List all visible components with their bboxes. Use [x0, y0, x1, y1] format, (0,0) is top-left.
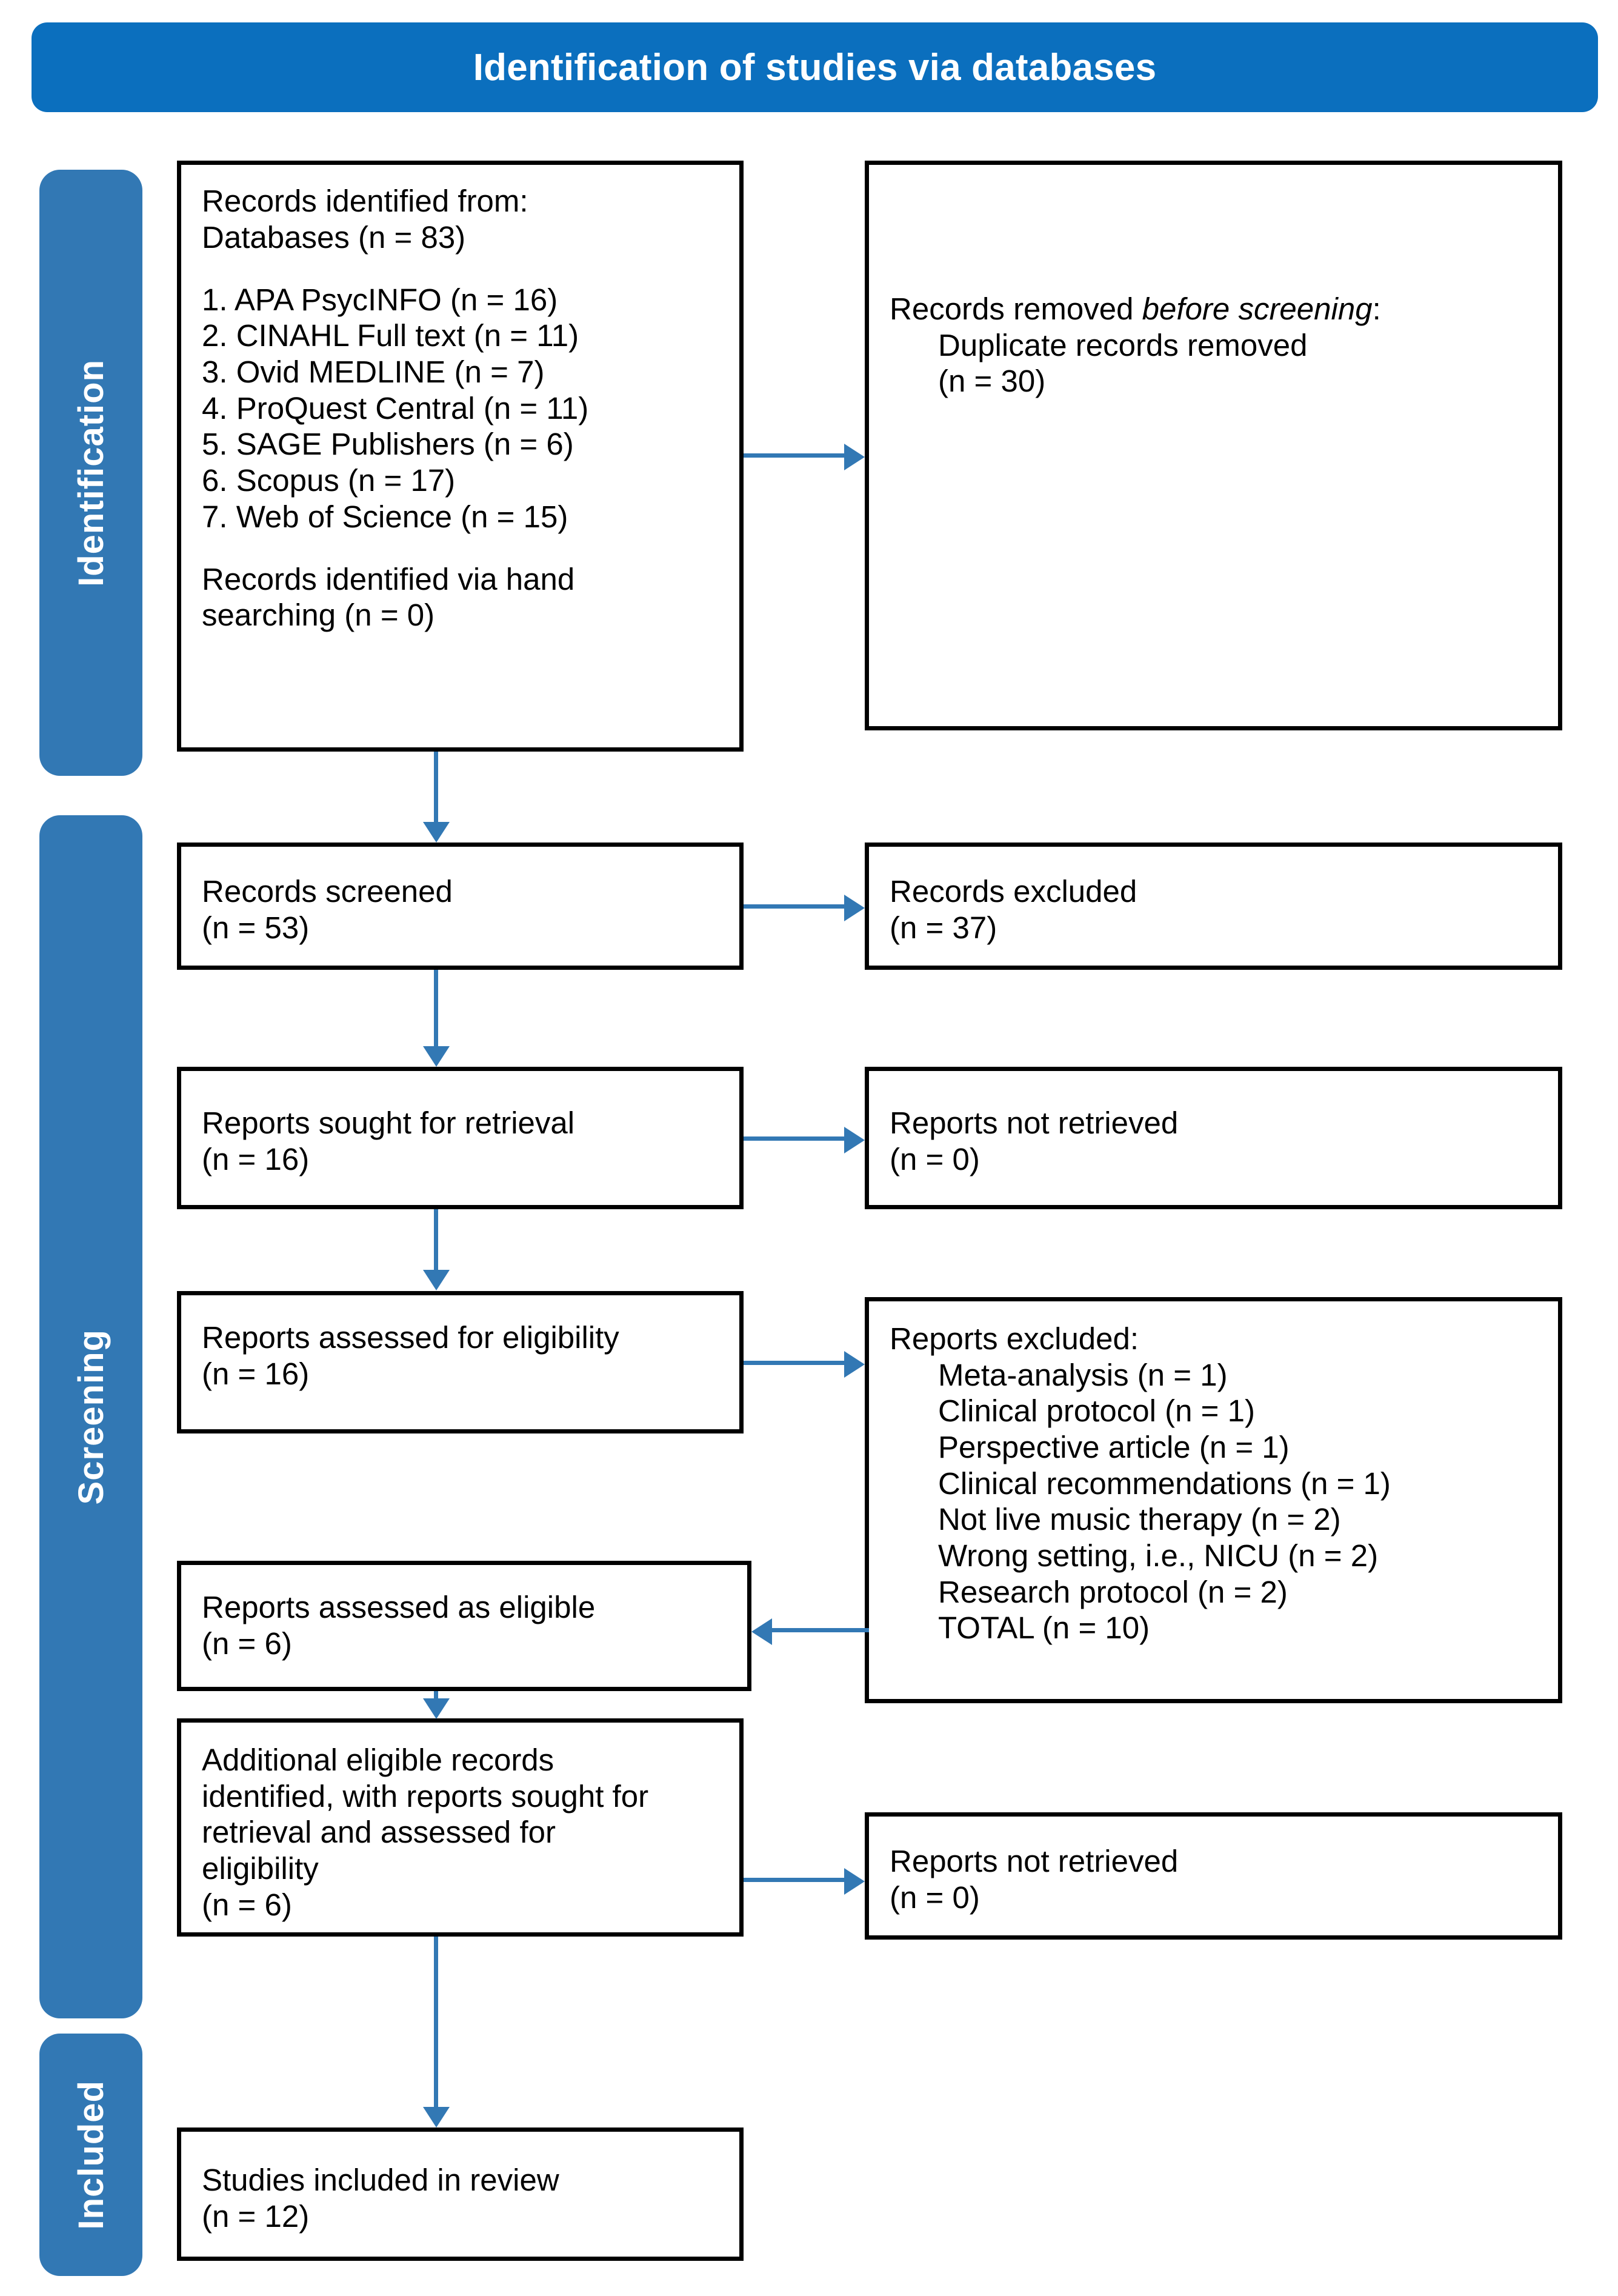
list-item: 1. APA PsycINFO (n = 16)	[202, 282, 558, 317]
records-removed-heading-italic: before screening	[1142, 292, 1373, 326]
list-item: Clinical protocol (n = 1)	[938, 1393, 1255, 1429]
list-item: 4. ProQuest Central (n = 11)	[202, 390, 589, 425]
arrow-shaft	[744, 1361, 844, 1365]
box-records-removed-before-screening: Records removed before screening: Duplic…	[865, 161, 1562, 730]
reports-not-retrieved-2-label: Reports not retrieved	[890, 1844, 1179, 1878]
box-reports-not-retrieved-2: Reports not retrieved (n = 0)	[865, 1812, 1562, 1940]
records-removed-heading: Records removed before screening:	[890, 291, 1540, 327]
list-item: 7. Web of Science (n = 15)	[202, 499, 568, 534]
arrow-head-right-icon	[844, 1351, 865, 1378]
list-item: Research protocol (n = 2)	[938, 1574, 1288, 1609]
arrow-shaft	[434, 1691, 438, 1698]
reports-eligible-count: (n = 6)	[202, 1626, 292, 1661]
arrow-shaft	[434, 1937, 438, 2107]
reports-sought-count: (n = 16)	[202, 1141, 310, 1176]
box-reports-assessed-as-eligible: Reports assessed as eligible (n = 6)	[177, 1561, 751, 1691]
list-item: 5. SAGE Publishers (n = 6)	[202, 427, 574, 462]
additional-eligible-line4: eligibility	[202, 1850, 319, 1886]
reports-sought-label: Reports sought for retrieval	[202, 1106, 575, 1140]
spacer	[202, 255, 721, 281]
studies-included-label: Studies included in review	[202, 2163, 559, 2197]
diagram-header-banner: Identification of studies via databases	[32, 22, 1598, 112]
exclusion-reason-list: Meta-analysis (n = 1) Clinical protocol …	[890, 1357, 1540, 1646]
arrow-head-down-icon	[423, 1270, 450, 1290]
arrow-head-right-icon	[844, 895, 865, 921]
hand-search-line2: searching (n = 0)	[202, 598, 435, 633]
database-list: 1. APA PsycINFO (n = 16) 2. CINAHL Full …	[202, 282, 721, 535]
arrow-shaft	[744, 1136, 844, 1141]
reports-assessed-label: Reports assessed for eligibility	[202, 1320, 619, 1355]
arrow-head-left-icon	[751, 1618, 772, 1645]
records-removed-heading-prefix: Records removed	[890, 292, 1142, 326]
list-item: 3. Ovid MEDLINE (n = 7)	[202, 354, 545, 389]
reports-assessed-count: (n = 16)	[202, 1356, 310, 1391]
reports-not-retrieved-2-count: (n = 0)	[890, 1880, 980, 1915]
arrow-head-down-icon	[423, 1698, 450, 1719]
box-reports-excluded-reasons: Reports excluded: Meta-analysis (n = 1) …	[865, 1297, 1562, 1703]
arrow-shaft	[744, 1878, 844, 1882]
arrow-shaft	[434, 1209, 438, 1270]
box-records-screened: Records screened (n = 53)	[177, 843, 744, 970]
arrow-head-right-icon	[844, 444, 865, 470]
additional-eligible-count: (n = 6)	[202, 1887, 292, 1922]
box-records-identified: Records identified from: Databases (n = …	[177, 161, 744, 752]
studies-included-count: (n = 12)	[202, 2198, 310, 2234]
list-item: 6. Scopus (n = 17)	[202, 462, 456, 498]
diagram-title: Identification of studies via databases	[473, 46, 1157, 88]
box-studies-included-in-review: Studies included in review (n = 12)	[177, 2127, 744, 2261]
stage-label-included: Included	[39, 2034, 142, 2276]
reports-not-retrieved-count: (n = 0)	[890, 1141, 980, 1176]
arrow-head-down-icon	[423, 1046, 450, 1067]
list-item: Meta-analysis (n = 1)	[938, 1357, 1228, 1392]
arrow-head-down-icon	[423, 822, 450, 843]
spacer	[202, 535, 721, 561]
reports-not-retrieved-label: Reports not retrieved	[890, 1106, 1179, 1140]
arrow-head-right-icon	[844, 1868, 865, 1895]
stage-label-included-text: Included	[71, 2080, 111, 2230]
arrow-shaft	[744, 453, 844, 458]
arrow-shaft	[772, 1628, 869, 1632]
list-item: 2. CINAHL Full text (n = 11)	[202, 318, 579, 353]
records-screened-label: Records screened	[202, 874, 453, 909]
duplicate-records-count: (n = 30)	[938, 364, 1046, 399]
additional-eligible-line1: Additional eligible records	[202, 1743, 554, 1777]
stage-label-screening-text: Screening	[71, 1329, 111, 1505]
arrow-head-right-icon	[844, 1127, 865, 1153]
reports-eligible-label: Reports assessed as eligible	[202, 1590, 596, 1624]
stage-label-identification-text: Identification	[71, 359, 111, 587]
duplicate-records-line: Duplicate records removed	[938, 327, 1308, 362]
arrow-shaft	[744, 904, 844, 909]
arrow-shaft	[434, 970, 438, 1046]
box-reports-sought-for-retrieval: Reports sought for retrieval (n = 16)	[177, 1067, 744, 1209]
records-identified-heading-line2: Databases (n = 83)	[202, 219, 466, 255]
records-excluded-count: (n = 37)	[890, 910, 997, 945]
list-item: Perspective article (n = 1)	[938, 1429, 1290, 1464]
list-item: Clinical recommendations (n = 1)	[938, 1466, 1391, 1501]
box-records-excluded: Records excluded (n = 37)	[865, 843, 1562, 970]
list-item: Wrong setting, i.e., NICU (n = 2)	[938, 1538, 1379, 1573]
arrow-head-down-icon	[423, 2107, 450, 2127]
box-additional-eligible-records: Additional eligible records identified, …	[177, 1718, 744, 1937]
reports-excluded-heading: Reports excluded:	[890, 1321, 1139, 1356]
records-removed-heading-suffix: :	[1372, 292, 1381, 326]
arrow-shaft	[434, 752, 438, 822]
box-reports-assessed-for-eligibility: Reports assessed for eligibility (n = 16…	[177, 1291, 744, 1433]
list-item: Not live music therapy (n = 2)	[938, 1502, 1341, 1537]
records-screened-count: (n = 53)	[202, 910, 310, 945]
additional-eligible-line2: identified, with reports sought for	[202, 1778, 649, 1814]
stage-label-identification: Identification	[39, 170, 142, 776]
stage-label-screening: Screening	[39, 815, 142, 2018]
records-identified-heading-line1: Records identified from:	[202, 184, 528, 218]
list-item: TOTAL (n = 10)	[938, 1610, 1150, 1646]
additional-eligible-line3: retrieval and assessed for	[202, 1815, 556, 1850]
records-excluded-label: Records excluded	[890, 874, 1137, 909]
hand-search-line1: Records identified via hand	[202, 561, 575, 596]
box-reports-not-retrieved-1: Reports not retrieved (n = 0)	[865, 1067, 1562, 1209]
